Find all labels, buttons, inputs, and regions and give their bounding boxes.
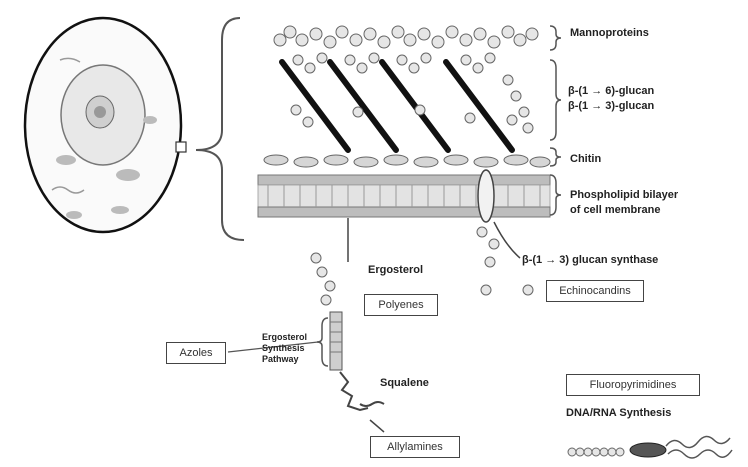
label-bilayer-line1: Phospholipid bilayer <box>570 188 678 202</box>
layer-braces <box>550 26 561 215</box>
drug-box-azoles: Azoles <box>166 342 226 364</box>
nucleic-acid-strand <box>666 436 730 447</box>
label-ergosterol: Ergosterol <box>368 263 423 277</box>
chitin-layer <box>264 155 550 167</box>
glucan-synthase-protein <box>478 170 494 222</box>
label-glucan-16: β-(1 → 6)-glucan <box>568 84 654 98</box>
nucleic-acid-strand-2 <box>668 450 732 458</box>
squalene-wiggle <box>360 402 384 406</box>
ergosterol-molecule <box>311 253 335 305</box>
drug-box-echinocandins: Echinocandins <box>546 280 644 302</box>
fungal-cell <box>25 18 186 232</box>
mannoprotein-layer <box>274 26 538 48</box>
label-bilayer-line2: of cell membrane <box>570 203 660 217</box>
zoom-brace <box>196 18 244 240</box>
ergosterol-pathway-column <box>330 312 342 370</box>
label-ergosterol-pathway: Ergosterol Synthesis Pathway <box>262 332 328 365</box>
phospholipid-bilayer <box>258 170 550 222</box>
squalene-chain <box>340 372 368 410</box>
glucan-chains <box>282 62 512 150</box>
label-mannoproteins: Mannoproteins <box>570 26 649 40</box>
label-dna-rna: DNA/RNA Synthesis <box>566 406 671 420</box>
label-glucan-13: β-(1 → 3)-glucan <box>568 99 654 113</box>
label-chitin: Chitin <box>570 152 601 166</box>
polymerase <box>630 443 666 457</box>
drug-box-allylamines: Allylamines <box>370 436 460 458</box>
drug-box-polyenes: Polyenes <box>364 294 438 316</box>
label-squalene: Squalene <box>380 376 429 390</box>
label-glucan-synthase: β-(1 → 3) glucan synthase <box>522 253 658 267</box>
drug-box-fluoropyrimidines: Fluoropyrimidines <box>566 374 700 396</box>
synthase-pointer <box>494 222 520 258</box>
allylamines-pointer <box>370 420 384 432</box>
dna-rna-chain <box>568 448 624 456</box>
